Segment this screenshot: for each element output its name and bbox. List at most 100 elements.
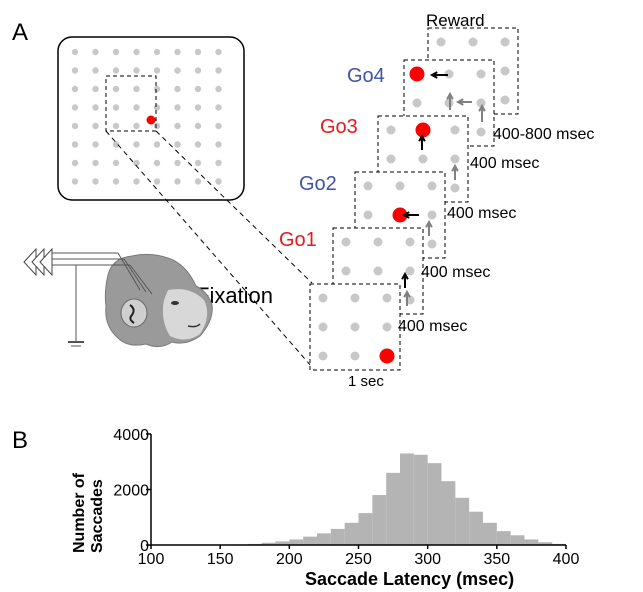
monitor-dot [194, 122, 202, 130]
grid-dot [412, 98, 422, 108]
monitor-dot [215, 122, 222, 130]
grid-dot [318, 351, 328, 361]
monitor-dot [112, 122, 120, 130]
monitor-dot [194, 67, 202, 74]
grid-dot [500, 37, 510, 47]
monitor-dot [194, 159, 202, 167]
monitor-dot [174, 104, 181, 111]
monitor-dot-grid [71, 48, 222, 185]
monitor-dot [133, 178, 140, 185]
x-tick-label: 350 [483, 551, 510, 568]
histogram-bars [234, 453, 566, 545]
grid-dot [341, 266, 351, 276]
monitor-dot [153, 104, 161, 111]
histogram-bar [538, 542, 553, 545]
monitor-dot [112, 141, 120, 148]
x-tick-label: 250 [345, 551, 372, 568]
monitor-dot [71, 141, 79, 148]
label-go1: Go1 [279, 229, 317, 251]
histogram-bar [413, 454, 428, 545]
monitor-dot [174, 122, 181, 130]
monitor-dot [71, 104, 79, 111]
monitor-dot [153, 67, 161, 74]
monitor-dot [92, 104, 99, 111]
monitor-dot [174, 159, 181, 167]
monitor-dot [133, 85, 140, 93]
monitor-dot [92, 85, 99, 93]
grid-dot [363, 181, 373, 191]
arrow-go2-gray-up [425, 219, 433, 236]
monkey-illustration [104, 253, 213, 348]
label-go3: Go3 [320, 116, 358, 138]
histogram-bar [483, 522, 497, 545]
target-dot [379, 348, 395, 364]
monitor-dot [194, 48, 202, 56]
monitor-dot [153, 48, 161, 56]
monitor-dot [112, 85, 120, 93]
monitor-dot [133, 48, 140, 56]
frame-fixation [309, 283, 401, 371]
monitor-dot [174, 141, 181, 148]
histogram-bar [344, 522, 359, 545]
grid-dot [444, 69, 454, 79]
monitor-dot [71, 159, 79, 167]
monitor-dot [153, 159, 161, 167]
grid-dot [427, 239, 437, 249]
histogram-bar [358, 513, 373, 545]
monitor-dot [153, 141, 161, 148]
monitor-dot [215, 178, 222, 185]
monitor-dot [153, 178, 161, 185]
grid-dot [363, 210, 373, 220]
histogram-bar [330, 528, 345, 545]
label-reward: Reward [426, 11, 485, 30]
grid-dot [386, 125, 396, 135]
monitor-dot [92, 122, 99, 130]
x-tick-label: 200 [276, 551, 303, 568]
histogram-bar [496, 531, 511, 545]
monitor-dot [174, 178, 181, 185]
histogram-bar [455, 497, 470, 545]
monitor-dot [133, 67, 140, 74]
time-go2: 400 msec [421, 264, 490, 281]
monitor-dot [112, 159, 120, 167]
y-axis-label-line1: Number of [71, 472, 88, 553]
monitor-dot [194, 178, 202, 185]
monitor-dot [133, 104, 140, 111]
grid-dot [436, 37, 446, 47]
monitor-dot [215, 141, 222, 148]
panel-label-b: B [12, 427, 28, 454]
grid-dot [373, 237, 383, 247]
monitor-dot [112, 178, 120, 185]
x-axis-label: Saccade Latency (msec) [305, 569, 514, 589]
x-tick-label: 150 [207, 551, 234, 568]
monitor-dot [174, 67, 181, 74]
monitor-dot [71, 48, 79, 56]
monitor-dot [133, 141, 140, 148]
grid-dot [341, 237, 351, 247]
grid-dot [476, 98, 486, 108]
grid-dot [318, 293, 328, 303]
histogram-bar [289, 539, 304, 545]
x-tick-label: 300 [414, 551, 441, 568]
grid-dot [500, 95, 510, 105]
monitor-dot [215, 48, 222, 56]
y-axis-label-line2: Saccades [89, 479, 106, 553]
grid-dot [350, 351, 360, 361]
arrow-go4-gray-up [478, 103, 486, 122]
grid-dot [318, 322, 328, 332]
grid-dot [500, 66, 510, 76]
monitor-dot [71, 178, 79, 185]
grid-dot [350, 322, 360, 332]
y-tick-label: 0 [140, 538, 149, 555]
monitor-dot [153, 122, 161, 130]
zoom-line-left [105, 130, 313, 368]
monitor-dot [112, 104, 120, 111]
arrow-go1-up [401, 271, 409, 288]
monitor-dot [133, 159, 140, 167]
arrow-go4-gray-left [455, 98, 472, 106]
monitor-dot [71, 122, 79, 130]
histogram-bar [469, 511, 483, 545]
grid-dot [427, 210, 437, 220]
y-tick-label: 4000 [113, 427, 149, 444]
monitor-dot [174, 85, 181, 93]
